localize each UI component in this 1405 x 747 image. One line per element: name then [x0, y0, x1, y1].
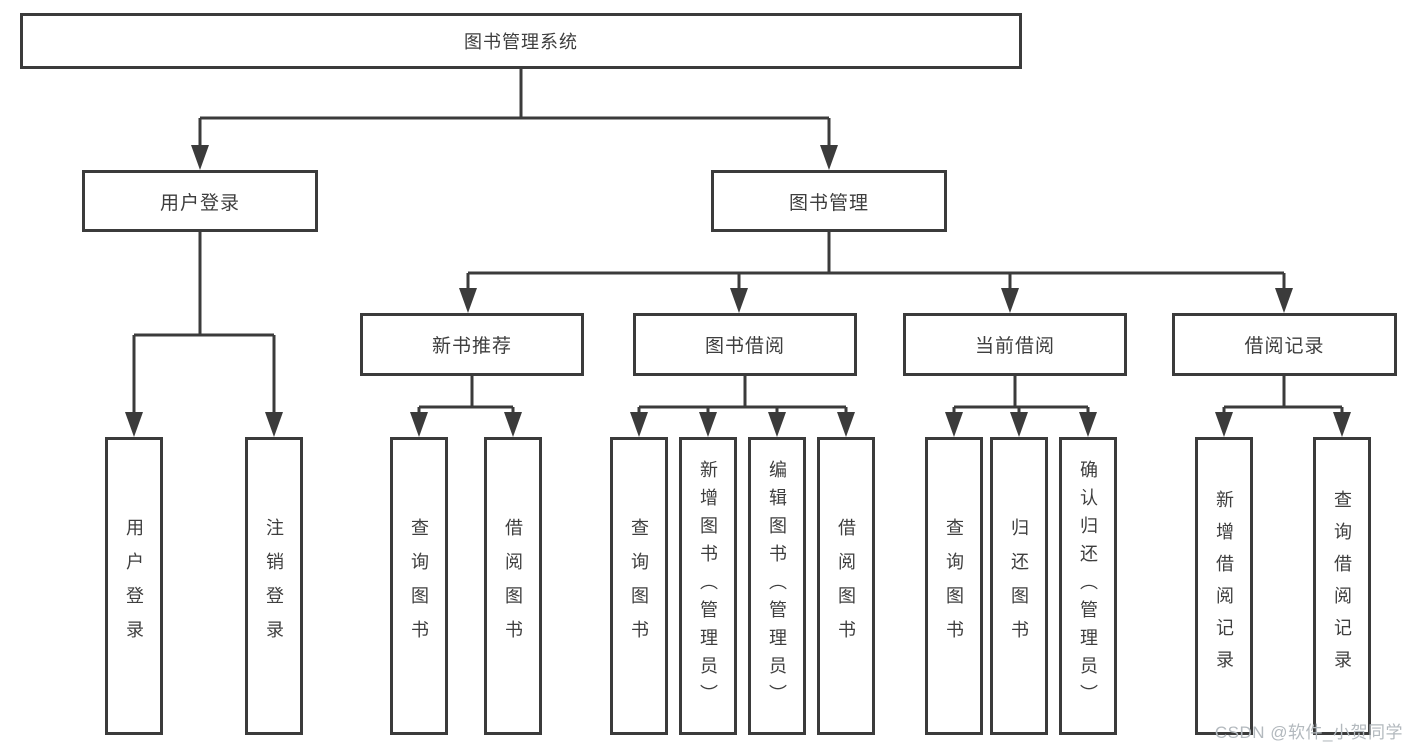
node-book-management: 图书管理: [711, 170, 947, 232]
leaf-records-query-borrow-record-label: 查询借阅记录: [1332, 490, 1352, 682]
arrowhead-icon: [265, 412, 283, 437]
arrowhead-icon: [191, 145, 209, 170]
leaf-borrow-borrow-books: 借阅图书: [817, 437, 875, 735]
arrowhead-icon: [768, 412, 786, 437]
leaf-borrow-add-books-admin-label: 新增图书（管理员）: [698, 460, 718, 712]
leaf-newbook-borrow-books: 借阅图书: [484, 437, 542, 735]
leaf-borrow-add-books-admin: 新增图书（管理员）: [679, 437, 737, 735]
leaf-logout-login: 注销登录: [245, 437, 303, 735]
leaf-current-query-books: 查询图书: [925, 437, 983, 735]
arrowhead-icon: [630, 412, 648, 437]
connector-book-management: [466, 232, 1286, 290]
leaf-borrow-edit-books-admin: 编辑图书（管理员）: [748, 437, 806, 735]
leaf-newbook-query-books-label: 查询图书: [409, 518, 429, 654]
leaf-logout-login-label: 注销登录: [264, 518, 284, 654]
node-borrow-records-label: 借阅记录: [1244, 336, 1325, 357]
connector-user-login: [132, 232, 276, 414]
arrowhead-icon: [125, 412, 143, 437]
node-root-label: 图书管理系统: [464, 32, 578, 52]
node-book-management-label: 图书管理: [788, 192, 869, 214]
leaf-records-add-borrow-record: 新增借阅记录: [1195, 437, 1253, 735]
node-new-book-recommend-label: 新书推荐: [431, 336, 512, 357]
arrowhead-icon: [1010, 412, 1028, 437]
leaf-newbook-query-books: 查询图书: [390, 437, 448, 735]
leaf-current-confirm-return-admin: 确认归还（管理员）: [1059, 437, 1117, 735]
leaf-records-add-borrow-record-label: 新增借阅记录: [1214, 490, 1234, 682]
connector-current-borrow: [952, 376, 1090, 414]
arrowhead-icon: [410, 412, 428, 437]
arrowhead-icon: [1079, 412, 1097, 437]
arrowhead-icon: [459, 288, 477, 313]
leaf-newbook-borrow-books-label: 借阅图书: [503, 518, 523, 654]
leaf-borrow-query-books: 查询图书: [610, 437, 668, 735]
connector-new-book: [417, 376, 515, 414]
node-user-login-label: 用户登录: [159, 192, 240, 214]
leaf-borrow-query-books-label: 查询图书: [629, 518, 649, 654]
node-borrow-records: 借阅记录: [1172, 313, 1397, 376]
leaf-borrow-edit-books-admin-label: 编辑图书（管理员）: [767, 460, 787, 712]
node-book-borrow: 图书借阅: [633, 313, 857, 376]
arrowheads: [125, 145, 1351, 437]
node-current-borrow-label: 当前借阅: [974, 336, 1055, 357]
arrowhead-icon: [820, 145, 838, 170]
node-new-book-recommend: 新书推荐: [360, 313, 584, 376]
leaf-current-query-books-label: 查询图书: [944, 518, 964, 654]
node-current-borrow: 当前借阅: [903, 313, 1127, 376]
node-root: 图书管理系统: [20, 13, 1022, 69]
arrowhead-icon: [945, 412, 963, 437]
leaf-user-login: 用户登录: [105, 437, 163, 735]
arrowhead-icon: [837, 412, 855, 437]
connector-book-borrow: [637, 376, 848, 414]
connector-root: [198, 69, 831, 147]
node-user-login: 用户登录: [82, 170, 318, 232]
leaf-borrow-borrow-books-label: 借阅图书: [836, 518, 856, 654]
arrowhead-icon: [1333, 412, 1351, 437]
arrowhead-icon: [504, 412, 522, 437]
leaf-current-confirm-return-admin-label: 确认归还（管理员）: [1078, 460, 1098, 712]
watermark: CSDN @软件_小贺同学: [1214, 723, 1403, 742]
arrowhead-icon: [730, 288, 748, 313]
leaf-records-query-borrow-record: 查询借阅记录: [1313, 437, 1371, 735]
leaf-current-return-books: 归还图书: [990, 437, 1048, 735]
connector-records: [1222, 376, 1344, 414]
arrowhead-icon: [1001, 288, 1019, 313]
leaf-user-login-label: 用户登录: [124, 518, 144, 654]
arrowhead-icon: [1275, 288, 1293, 313]
leaf-current-return-books-label: 归还图书: [1009, 518, 1029, 654]
arrowhead-icon: [699, 412, 717, 437]
node-book-borrow-label: 图书借阅: [704, 336, 785, 357]
arrowhead-icon: [1215, 412, 1233, 437]
